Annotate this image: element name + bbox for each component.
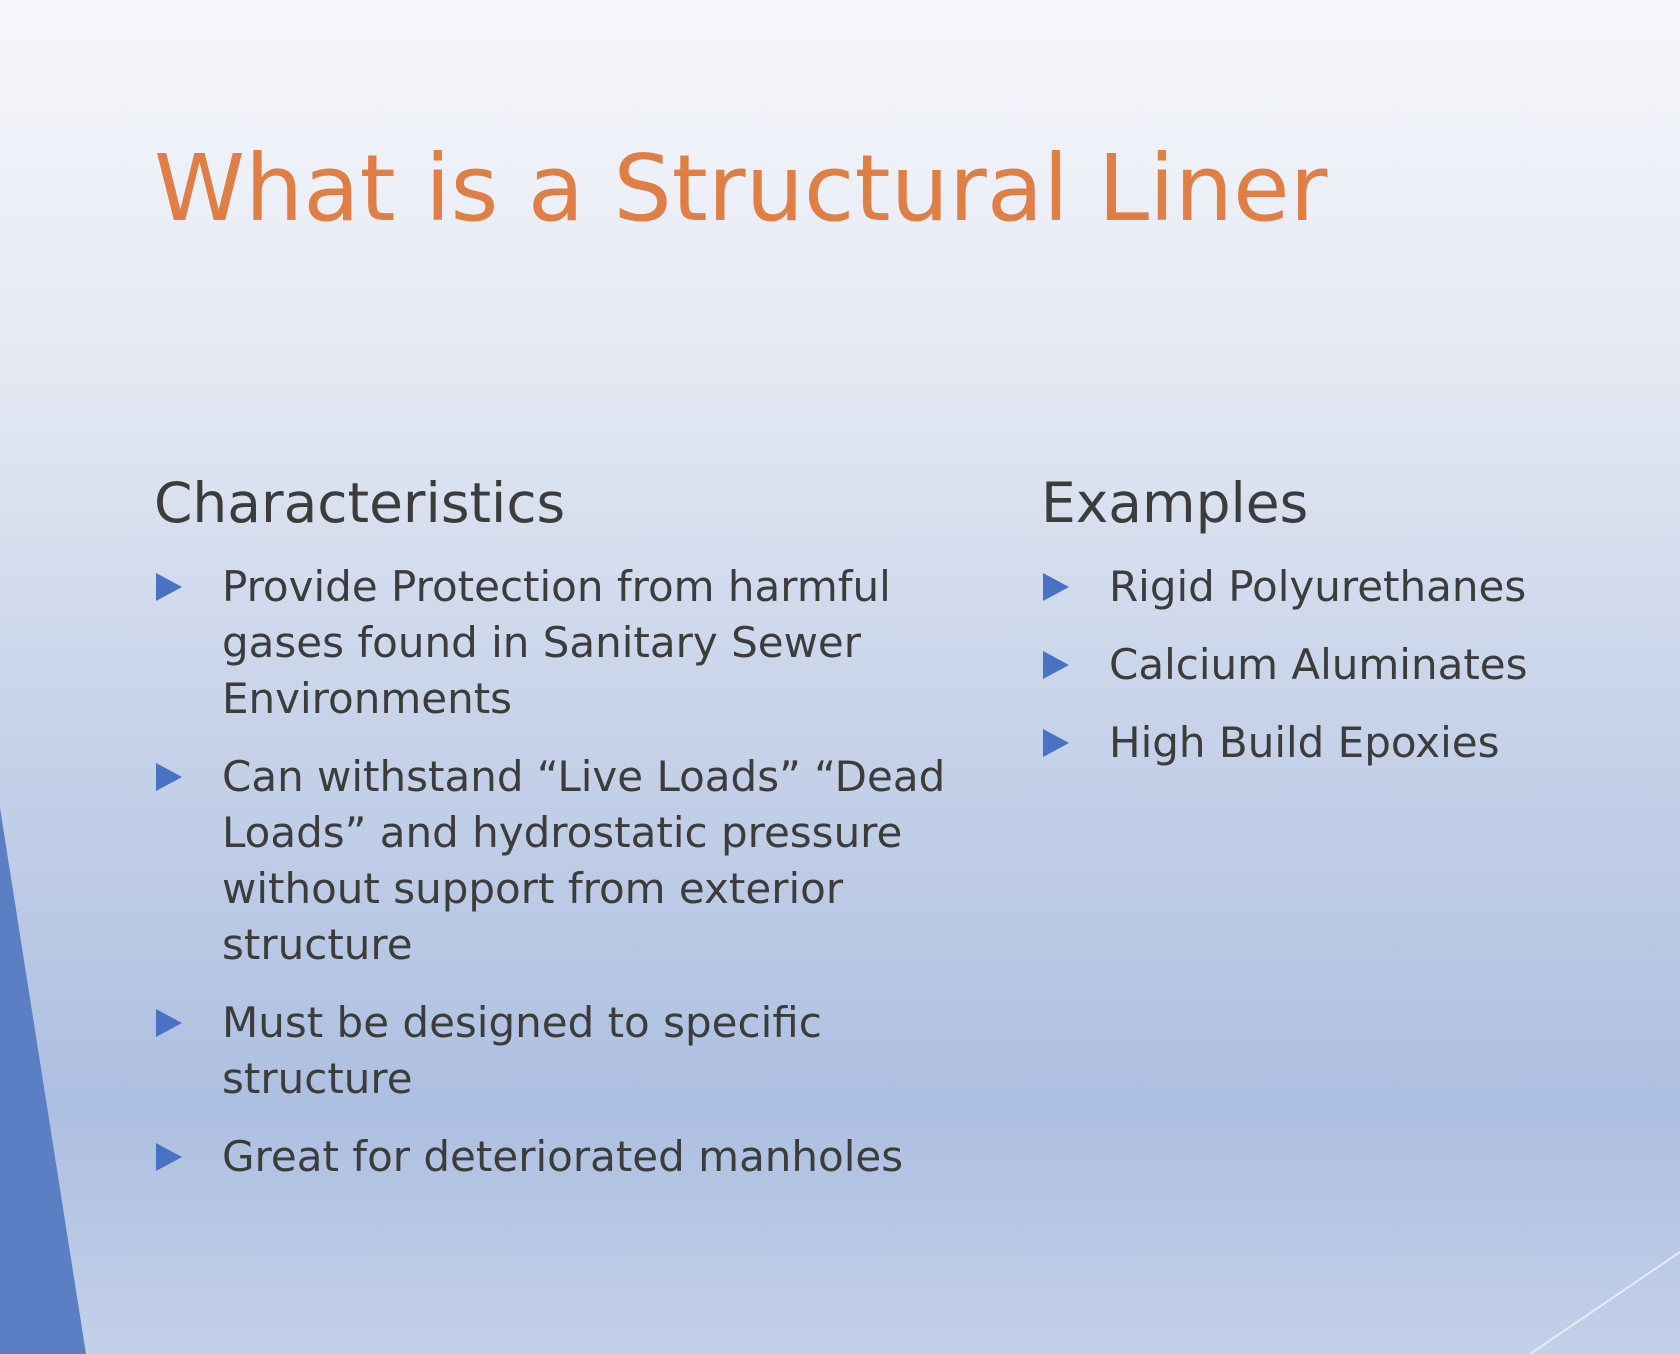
triangle-right-icon	[1043, 573, 1069, 602]
list-item-text: Rigid Polyurethanes	[1109, 562, 1527, 612]
list-item: Great for deteriorated manholes	[154, 1129, 954, 1185]
examples-list: Rigid Polyurethanes Calcium Aluminates H…	[1041, 559, 1641, 771]
characteristics-list: Provide Protection from harmful gases fo…	[154, 559, 954, 1185]
slide-title: What is a Structural Liner	[154, 135, 1328, 242]
examples-column: Examples Rigid Polyurethanes Calcium Alu…	[1041, 471, 1641, 793]
corner-accent-line	[1529, 1251, 1680, 1354]
list-item: High Build Epoxies	[1041, 715, 1641, 771]
left-accent-shape	[0, 808, 86, 1354]
list-item-text: Must be designed to specific structure	[222, 998, 822, 1104]
triangle-right-icon	[156, 573, 182, 602]
triangle-right-icon	[1043, 729, 1069, 758]
list-item-text: Provide Protection from harmful gases fo…	[222, 562, 891, 724]
list-item-text: High Build Epoxies	[1109, 718, 1500, 768]
list-item: Rigid Polyurethanes	[1041, 559, 1641, 615]
triangle-right-icon	[156, 1009, 182, 1038]
triangle-right-icon	[156, 763, 182, 792]
list-item-text: Calcium Aluminates	[1109, 640, 1528, 690]
list-item: Provide Protection from harmful gases fo…	[154, 559, 954, 727]
characteristics-heading: Characteristics	[154, 471, 566, 535]
triangle-right-icon	[1043, 651, 1069, 680]
list-item: Can withstand “Live Loads” “Dead Loads” …	[154, 749, 954, 973]
examples-heading: Examples	[1041, 471, 1309, 535]
list-item: Must be designed to specific structure	[154, 995, 954, 1107]
list-item: Calcium Aluminates	[1041, 637, 1641, 693]
characteristics-column: Characteristics Provide Protection from …	[154, 471, 954, 1207]
triangle-right-icon	[156, 1143, 182, 1172]
list-item-text: Can withstand “Live Loads” “Dead Loads” …	[222, 752, 946, 970]
list-item-text: Great for deteriorated manholes	[222, 1132, 904, 1182]
